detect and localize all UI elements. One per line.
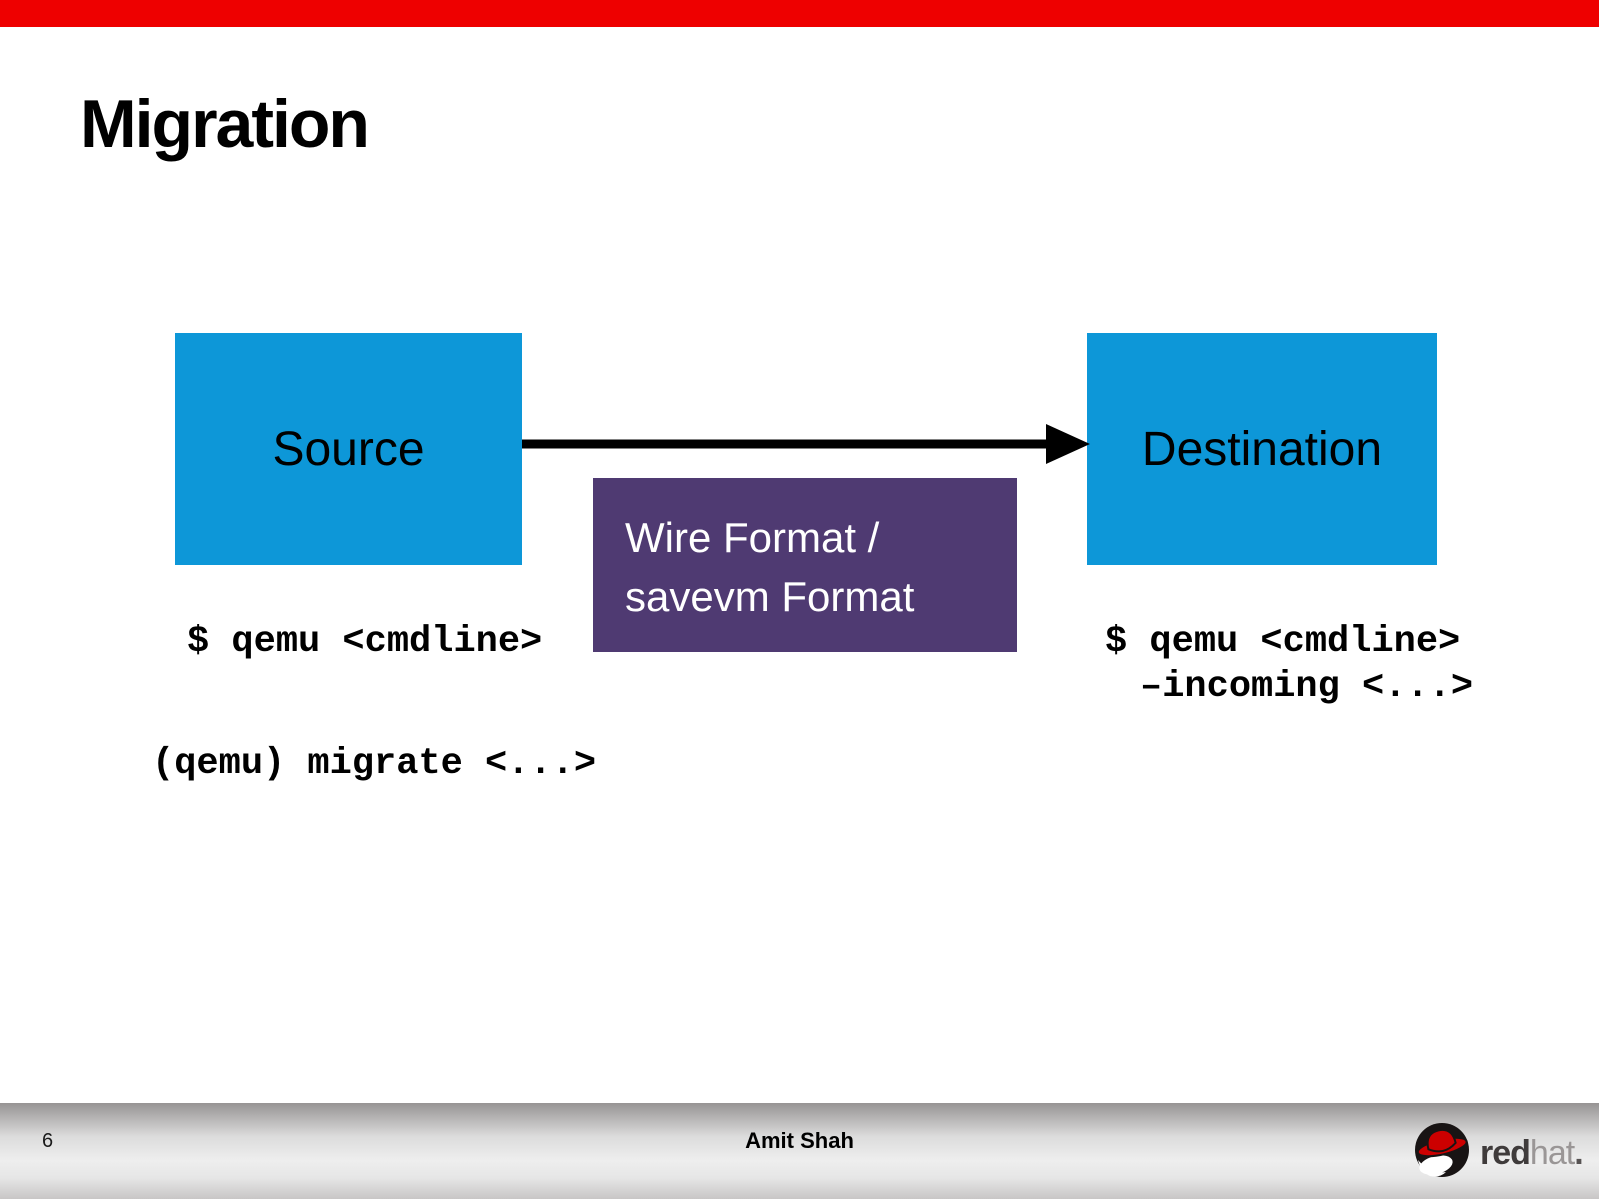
redhat-logo-text-hat: hat [1529, 1134, 1575, 1172]
redhat-logo-text-period: . [1574, 1134, 1584, 1172]
slide-title: Migration [80, 86, 370, 162]
wire-format-box: Wire Format / savevm Format [593, 478, 1017, 652]
top-red-bar [0, 0, 1599, 27]
wire-format-line1: Wire Format / [625, 514, 880, 561]
page-number: 6 [42, 1130, 54, 1152]
wire-format-line2: savevm Format [625, 573, 915, 620]
destination-box-label: Destination [1141, 422, 1383, 476]
redhat-fedora-icon [1415, 1123, 1469, 1177]
destination-command-qemu: $ qemu <cmdline> [1105, 621, 1461, 663]
redhat-logo: redhat. [1410, 1116, 1584, 1182]
footer-author: Amit Shah [745, 1128, 854, 1153]
source-command-qemu: $ qemu <cmdline> [187, 621, 543, 663]
source-box: Source [175, 333, 522, 565]
source-command-migrate: (qemu) migrate <...> [152, 743, 597, 785]
redhat-logo-text-red: red [1480, 1134, 1531, 1172]
destination-box: Destination [1087, 333, 1437, 565]
destination-command-incoming: –incoming <...> [1140, 666, 1474, 708]
source-box-label: Source [272, 422, 425, 476]
redhat-logo-text: redhat. [1480, 1134, 1584, 1172]
footer-bar [0, 1103, 1599, 1199]
